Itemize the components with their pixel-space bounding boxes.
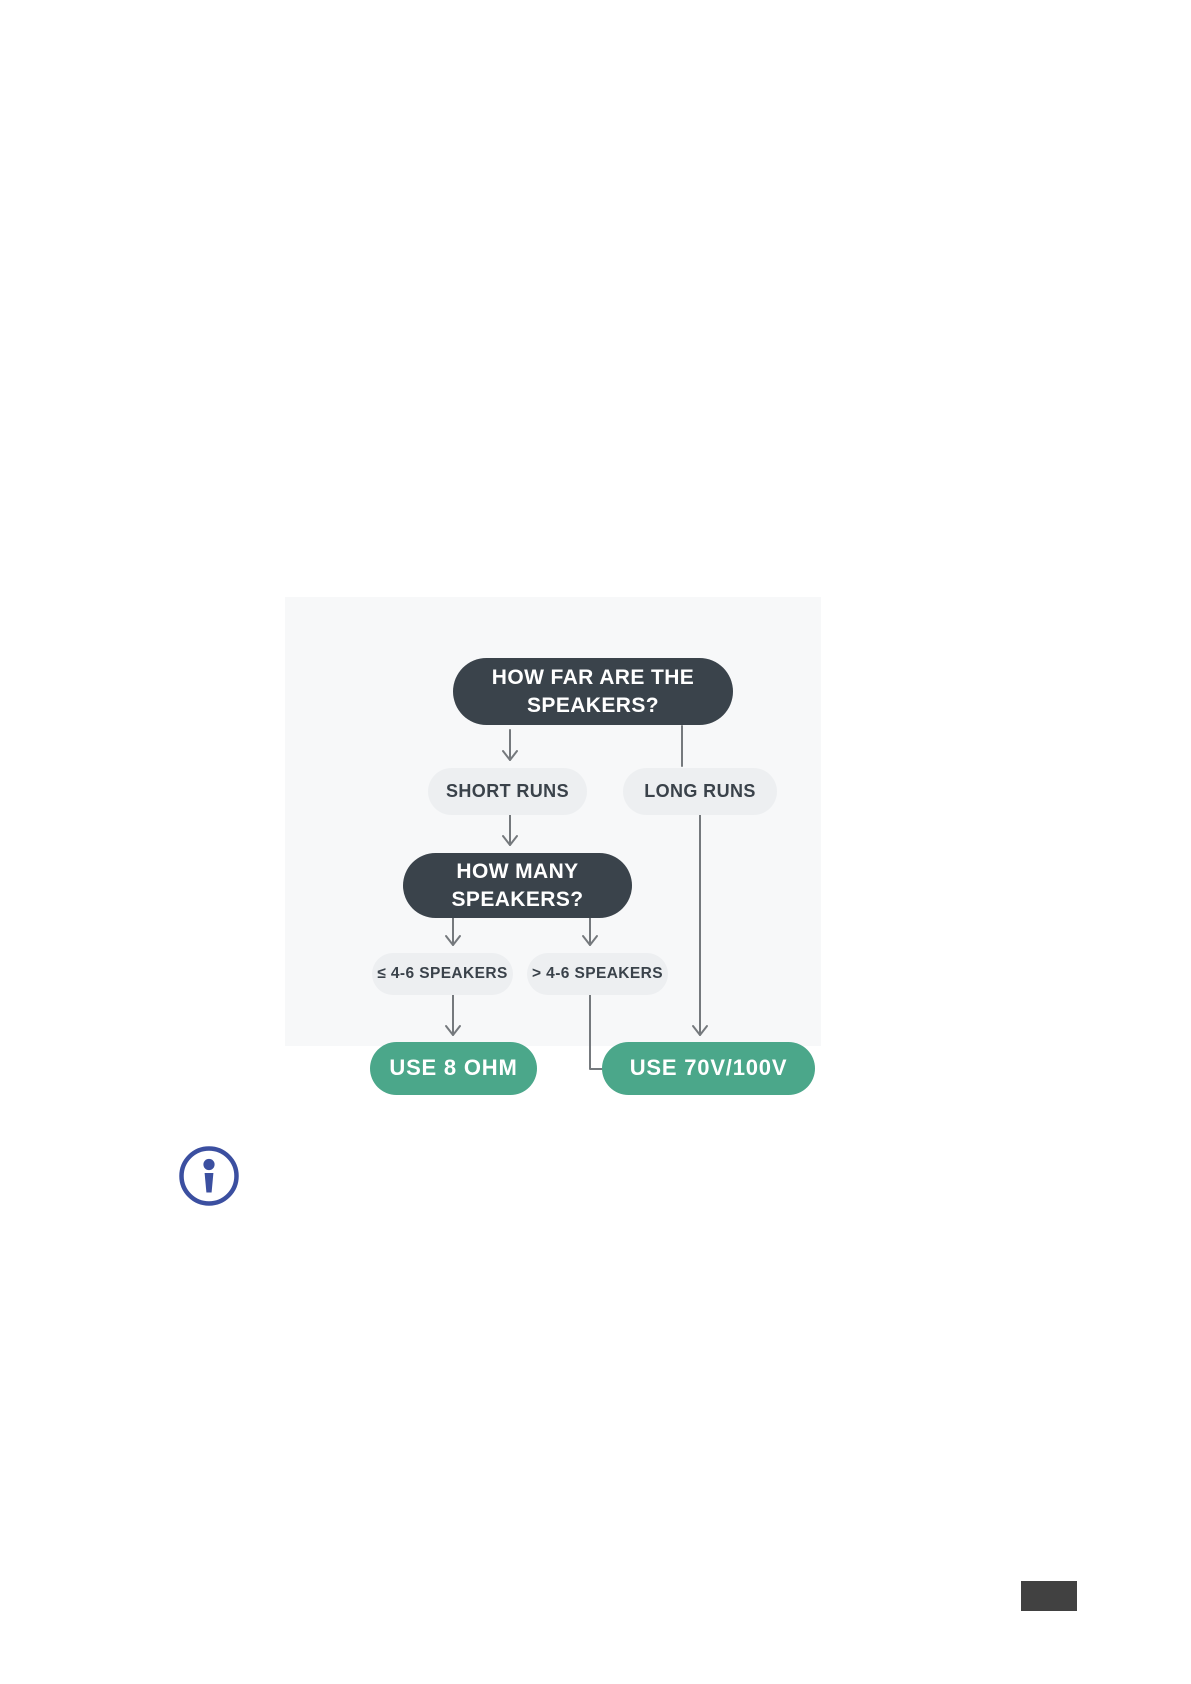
flowchart-node-use-70v-100v: USE 70V/100V: [602, 1042, 815, 1095]
flowchart-node-short-runs: SHORT RUNS: [428, 768, 587, 815]
flowchart-node-long-runs: LONG RUNS: [623, 768, 777, 815]
info-icon: [178, 1145, 240, 1207]
footer-page-marker: [1021, 1581, 1077, 1611]
flowchart-node-gt-4-6-speakers: > 4-6 SPEAKERS: [527, 953, 668, 995]
flowchart-node-use-8-ohm: USE 8 OHM: [370, 1042, 537, 1095]
flowchart-node-how-far: HOW FAR ARE THE SPEAKERS?: [453, 658, 733, 725]
flowchart-node-le-4-6-speakers: ≤ 4-6 SPEAKERS: [372, 953, 513, 995]
flowchart-node-how-many: HOW MANY SPEAKERS?: [403, 853, 632, 918]
